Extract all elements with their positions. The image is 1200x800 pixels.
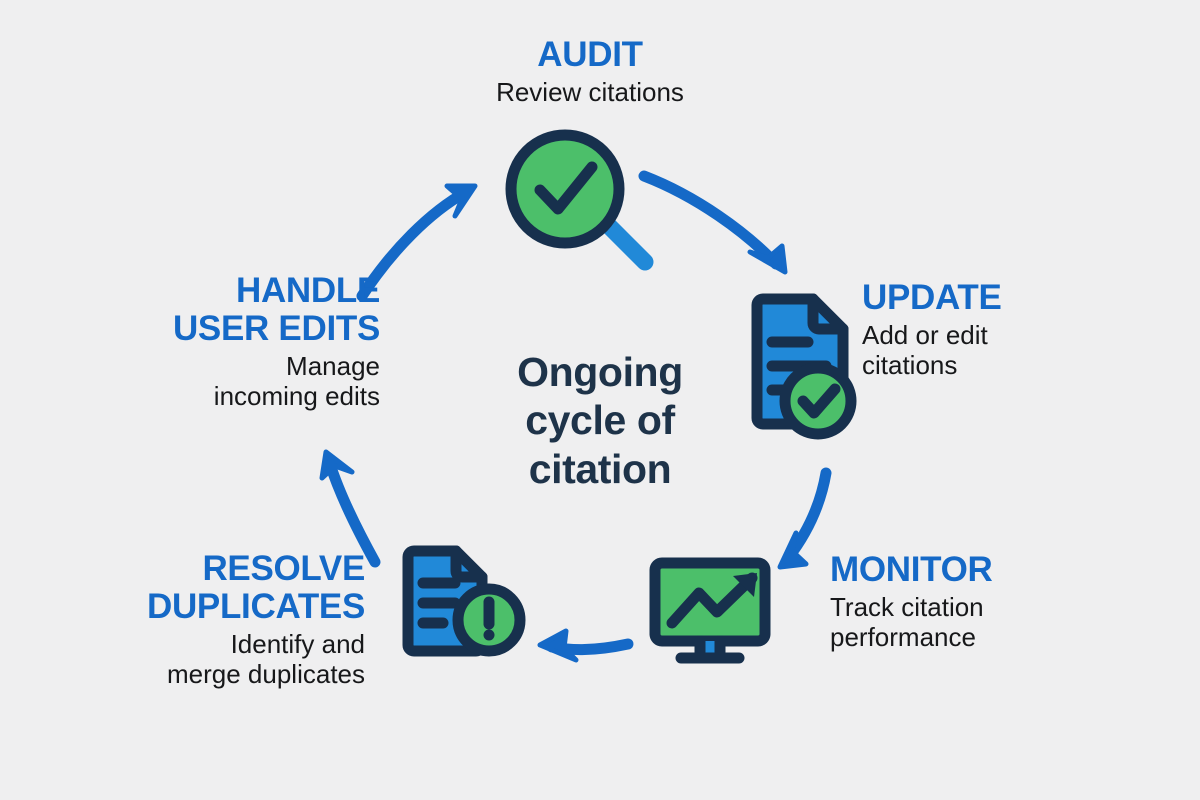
step-audit-title: AUDIT xyxy=(537,35,643,74)
magnifier-check-icon xyxy=(505,129,654,271)
step-handle-user-edits-description: Manage incoming edits xyxy=(213,350,380,411)
step-update-description: Add or edit citations xyxy=(862,319,988,381)
step-monitor-description: Track citation performance xyxy=(830,591,984,653)
monitor-trend-icon xyxy=(649,557,771,664)
step-audit-description: Review citations xyxy=(496,76,684,107)
arrow-monitor-to-resolve xyxy=(537,628,634,663)
arrow-handle-to-audit xyxy=(356,183,478,302)
step-handle-user-edits-title: HANDLE USER EDITS xyxy=(172,271,380,348)
arrow-resolve-to-handle xyxy=(319,449,381,568)
arrow-audit-to-update xyxy=(638,170,788,275)
step-resolve-duplicates-title: RESOLVE DUPLICATES xyxy=(146,549,365,626)
arrow-update-to-monitor xyxy=(777,467,832,570)
step-handle-user-edits[interactable]: HANDLE USER EDITS Manage incoming edits xyxy=(40,272,380,411)
step-update-title: UPDATE xyxy=(862,278,1002,317)
step-update[interactable]: UPDATE Add or edit citations xyxy=(862,279,1162,381)
document-alert-icon xyxy=(402,545,526,657)
step-resolve-duplicates[interactable]: RESOLVE DUPLICATES Identify and merge du… xyxy=(20,550,365,689)
step-audit[interactable]: AUDIT Review citations xyxy=(370,36,810,107)
cycle-center-title: Ongoing cycle of citation xyxy=(517,349,683,492)
step-monitor[interactable]: MONITOR Track citation performance xyxy=(830,551,1160,653)
step-resolve-duplicates-description: Identify and merge duplicates xyxy=(167,628,365,689)
step-monitor-title: MONITOR xyxy=(830,550,993,589)
document-check-icon xyxy=(751,293,857,440)
